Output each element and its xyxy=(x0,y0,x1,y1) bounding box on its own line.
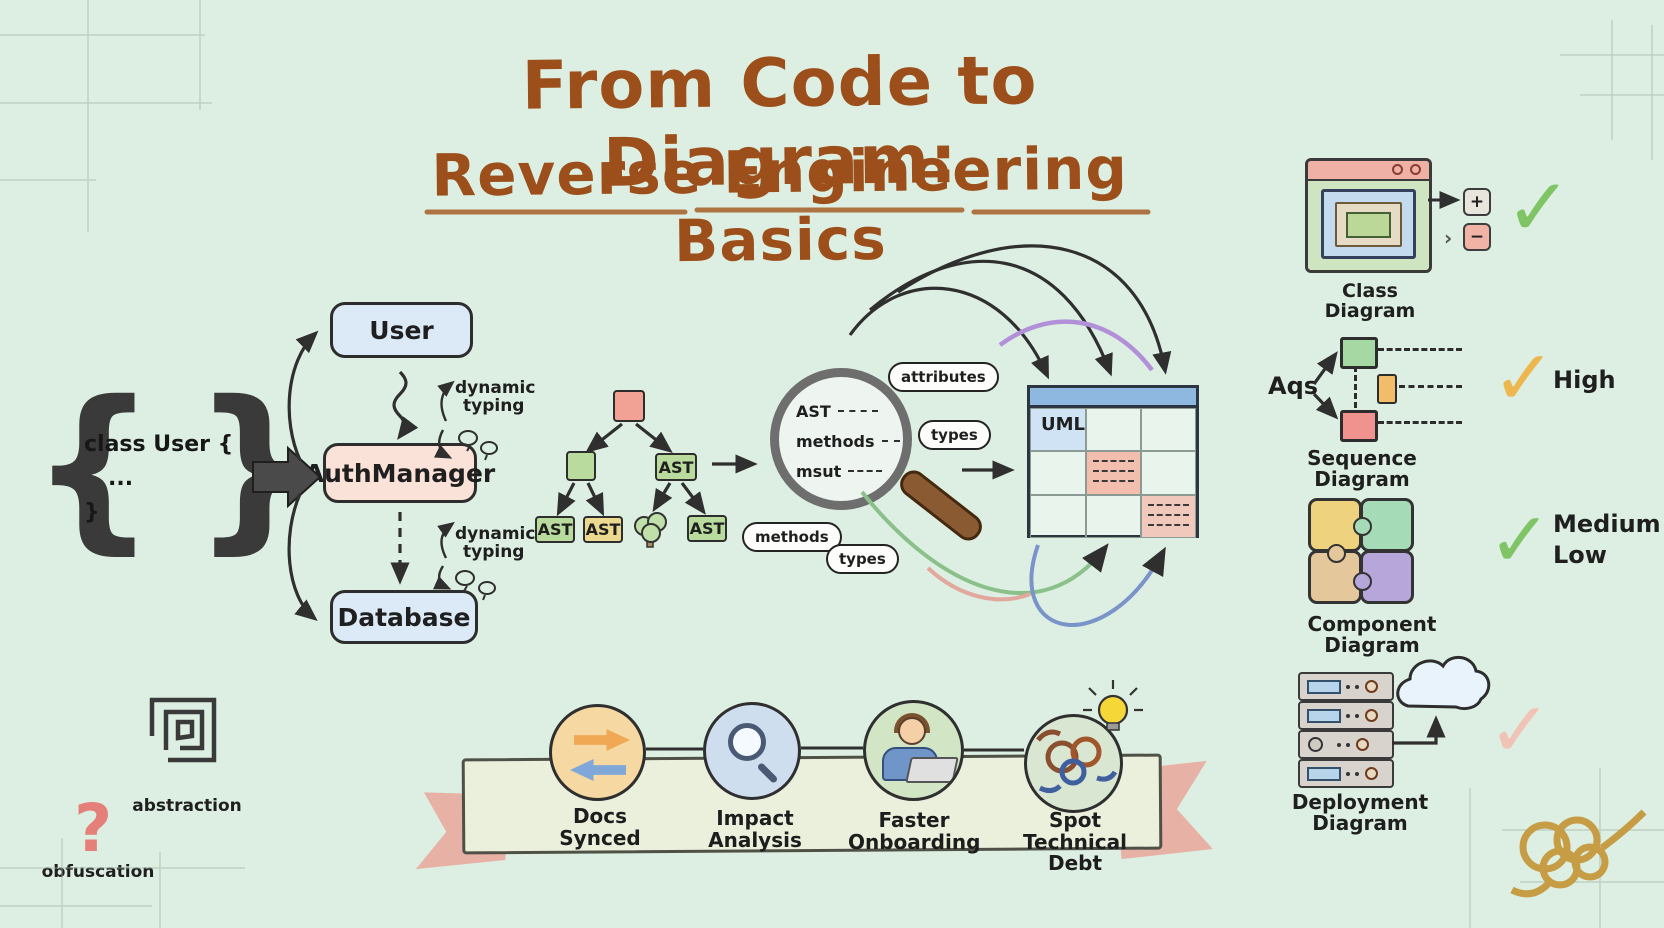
code-snippet: class User { ... } xyxy=(84,428,233,530)
window-dot-icon xyxy=(1392,164,1403,175)
uml-table: UML xyxy=(1027,385,1199,538)
laptop-icon xyxy=(905,757,959,783)
sequence-box-pink xyxy=(1340,410,1378,442)
question-mark-icon: ? xyxy=(74,790,113,867)
check-icon-component: ✓ xyxy=(1488,495,1552,584)
magnifier-handle-icon xyxy=(756,762,779,784)
component-diagram-label: Component Diagram xyxy=(1307,612,1437,657)
benefit-circle-impact-analysis xyxy=(703,702,801,800)
obfuscation-label: obfuscation xyxy=(41,862,155,882)
server-unit xyxy=(1298,759,1394,788)
abstraction-label: abstraction xyxy=(132,796,242,816)
annotation-dynamic-typing-2: dynamic typing xyxy=(455,524,536,562)
class-diagram-icon xyxy=(1305,158,1432,273)
rating-high: High xyxy=(1553,366,1616,394)
sequence-dash-line xyxy=(1378,421,1462,424)
check-icon-deployment: ✓ xyxy=(1488,685,1552,774)
check-icon-class: ✓ xyxy=(1505,161,1573,254)
window-titlebar xyxy=(1308,161,1429,181)
sequence-dash-line xyxy=(1399,385,1462,388)
puzzle-knob-icon xyxy=(1353,517,1372,536)
puzzle-piece-purple xyxy=(1360,550,1414,604)
uml-cell-pink-1 xyxy=(1086,451,1141,495)
server-unit xyxy=(1298,672,1394,701)
blue-arc xyxy=(1029,544,1166,627)
sequence-box-orange xyxy=(1377,374,1397,404)
check-icon-sequence: ✓ xyxy=(1492,333,1556,422)
arrow-left-icon xyxy=(570,759,626,781)
chevron-icon: › xyxy=(1444,226,1453,250)
cloud-icon xyxy=(1396,655,1491,711)
pink-arc xyxy=(926,566,1031,602)
code-line-1: class User { xyxy=(84,432,234,457)
ast-node-label: AST xyxy=(655,453,697,481)
leaf-tree-icon xyxy=(634,512,667,548)
magnifier-lens xyxy=(770,368,912,510)
benefit-circle-technical-debt xyxy=(1024,714,1123,813)
ast-branch-node xyxy=(566,451,596,481)
sequence-diagram-label: Sequence Diagram xyxy=(1307,446,1417,491)
magnifier-content: AST methods msut xyxy=(796,396,900,486)
lens-row-3: msut xyxy=(796,461,842,481)
rating-medium: Medium xyxy=(1553,510,1661,538)
ast-root-node xyxy=(613,390,645,422)
bubble-types-right: types xyxy=(918,420,991,450)
maze-icon xyxy=(149,697,217,763)
sequence-lifeline xyxy=(1354,366,1357,408)
puzzle-knob-icon xyxy=(1353,572,1372,591)
minus-button-icon: − xyxy=(1463,223,1491,251)
benefit-circle-faster-onboarding xyxy=(863,700,964,801)
left-brace: { xyxy=(30,363,157,570)
uml-table-header xyxy=(1030,388,1196,408)
purple-arc xyxy=(998,319,1154,372)
corner-knot-icon xyxy=(1510,809,1647,898)
lens-row-2: methods xyxy=(796,431,875,451)
server-unit xyxy=(1298,701,1394,730)
ast-leaf-2: AST xyxy=(583,516,623,543)
plus-button-icon: + xyxy=(1463,188,1491,216)
ast-leaf-1: AST xyxy=(535,516,575,543)
ast-leaf-3: AST xyxy=(687,515,727,542)
flowchart-node-authmanager: AuthManager xyxy=(305,443,495,503)
magnifier-handle xyxy=(894,465,988,546)
code-line-3: } xyxy=(84,500,100,526)
deployment-diagram-label: Deployment Diagram xyxy=(1291,790,1429,835)
sequence-dash-line xyxy=(1378,348,1462,351)
uml-cell-pink-2 xyxy=(1141,494,1196,538)
benefit-circle-docs-synced xyxy=(549,704,646,801)
bubble-types-bottom: types xyxy=(826,544,899,574)
bubble-methods: methods xyxy=(742,522,842,552)
lens-row-1: AST xyxy=(796,401,831,421)
uml-grid: UML xyxy=(1030,408,1196,538)
uml-cell-label: UML xyxy=(1030,408,1086,452)
sequence-box-green xyxy=(1340,337,1378,369)
arrow-right-icon xyxy=(574,729,630,751)
wavy-arrow xyxy=(392,370,419,440)
window-dot-icon xyxy=(1410,164,1421,175)
server-to-cloud-arrow xyxy=(1392,715,1446,745)
magnifier-icon xyxy=(728,723,766,761)
flowchart-node-database: Database xyxy=(330,590,478,644)
class-diagram-label: Class Diagram xyxy=(1324,280,1416,322)
annotation-dynamic-typing-1: dynamic typing xyxy=(455,378,536,416)
rating-low: Low xyxy=(1553,541,1607,569)
title-line-2: Reverse Engineering Basics xyxy=(431,134,1129,276)
person-head-icon xyxy=(898,717,926,745)
flowchart-node-user: User xyxy=(330,302,473,358)
server-unit xyxy=(1298,730,1394,759)
puzzle-knob-icon xyxy=(1327,544,1346,563)
sequence-actor-label: Aqs xyxy=(1268,372,1319,400)
code-line-2: ... xyxy=(108,466,134,492)
bubble-attributes: attributes xyxy=(888,362,999,392)
